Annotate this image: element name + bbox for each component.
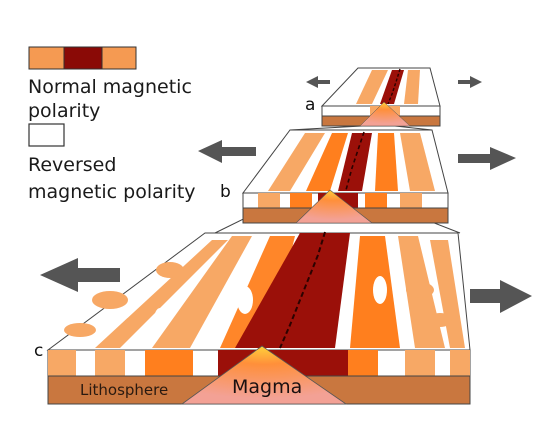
arrow-left-icon <box>40 258 120 292</box>
magma-label: Magma <box>232 376 302 398</box>
lithosphere-label: Lithosphere <box>80 381 168 399</box>
reversed-polarity-label-line2: magnetic polarity <box>28 181 196 203</box>
stage-a-block: a <box>289 67 441 131</box>
normal-polarity-swatch <box>28 46 137 70</box>
stage-c-block: Lithosphere Magma c <box>34 231 471 405</box>
magma-chamber <box>180 345 348 405</box>
arrow-right-icon <box>458 76 482 88</box>
normal-polarity-label-line1: Normal magnetic <box>28 76 192 98</box>
arrow-right-icon <box>470 280 532 313</box>
arrow-left-icon <box>306 76 330 88</box>
arrow-left-icon <box>198 140 256 163</box>
reversed-polarity-swatch <box>28 123 65 147</box>
stage-b-block: b <box>214 129 461 234</box>
stage-b-letter: b <box>220 182 231 202</box>
stage-c-letter: c <box>34 341 43 361</box>
reversed-polarity-label-line1: Reversed <box>28 154 116 176</box>
stage-a-letter: a <box>305 95 315 115</box>
arrow-right-icon <box>458 147 516 170</box>
legend: Normal magnetic polarity Reversed magnet… <box>28 46 196 203</box>
normal-polarity-label-line2: polarity <box>28 100 100 122</box>
